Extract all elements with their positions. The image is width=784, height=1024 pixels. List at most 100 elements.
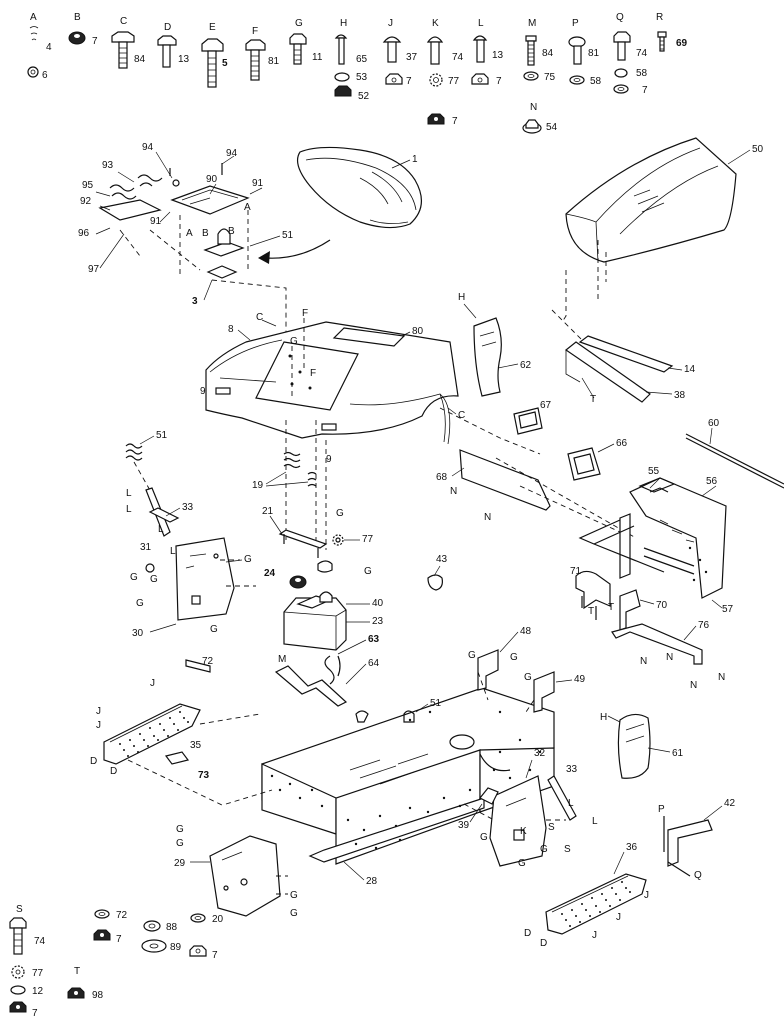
callout-62: 62: [520, 360, 532, 371]
ref-Go: G: [176, 824, 184, 835]
hardware-part-74b: 74: [636, 48, 648, 59]
callout-91a: 91: [252, 178, 264, 189]
ref-Tb: T: [588, 606, 594, 617]
ref-Tc: T: [608, 602, 614, 613]
callout-9b: 9: [326, 454, 332, 465]
ref-Na: N: [450, 486, 457, 497]
panel-30: [175, 537, 235, 621]
hardware-part-7e: 7: [642, 85, 648, 96]
hardware-letter-n: N: [530, 102, 537, 113]
callout-91b: 91: [150, 216, 162, 227]
callout-95: 95: [82, 180, 94, 191]
footrest-right: [545, 873, 647, 935]
hardware-a: A 4 6: [27, 12, 52, 81]
ref-Jd: J: [644, 890, 649, 901]
lower-part-12: 12: [32, 986, 44, 997]
ref-Fb: F: [310, 368, 316, 379]
springs-19: [283, 451, 317, 487]
hardware-n: N 54: [522, 102, 558, 134]
callout-43: 43: [436, 554, 448, 565]
ref-Gk: G: [524, 672, 532, 683]
callout-73: 73: [198, 770, 210, 781]
ref-Qa: Q: [694, 870, 702, 881]
ref-Gm: G: [540, 844, 548, 855]
ref-Cb: C: [458, 410, 465, 421]
trim-14: [578, 335, 674, 373]
bracket-71: [575, 570, 611, 610]
callout-60: 60: [708, 418, 720, 429]
callout-77: 77: [362, 534, 374, 545]
ref-Le: L: [568, 798, 574, 809]
bracket-70: [619, 589, 641, 631]
hardware-part-7: 7: [92, 36, 98, 47]
callout-39: 39: [458, 820, 470, 831]
callout-14: 14: [684, 364, 696, 375]
callout-40: 40: [372, 598, 384, 609]
dash-parts: H 62 14 38 T 67 66 68 N N 60: [436, 252, 784, 539]
hardware-letter-g: G: [295, 18, 303, 29]
hardware-part-58: 58: [590, 76, 602, 87]
callout-32: 32: [534, 748, 546, 759]
ref-Gb2: G: [290, 890, 298, 901]
left-side-panel: 51 33 L L L 31 L G G G G G 30: [125, 430, 256, 639]
lower-part-7a: 7: [32, 1008, 38, 1019]
callout-76: 76: [698, 620, 710, 631]
hardware-letter-a: A: [30, 12, 37, 23]
ref-Je: J: [616, 912, 621, 923]
callout-33b: 33: [566, 764, 578, 775]
callout-3: 3: [192, 296, 198, 307]
hardware-letter-c: C: [120, 16, 127, 27]
hardware-part-6: 6: [42, 70, 48, 81]
ref-Gj: G: [510, 652, 518, 663]
callout-24: 24: [264, 568, 276, 579]
callout-36: 36: [626, 842, 638, 853]
ref-Bb: B: [202, 228, 209, 239]
lower-part-89: 89: [170, 942, 182, 953]
hardware-part-81: 81: [268, 56, 280, 67]
hardware-q: Q 74 58 7: [613, 12, 648, 96]
callout-67: 67: [540, 400, 552, 411]
bracket-48: [477, 649, 499, 691]
callout-38: 38: [674, 390, 686, 401]
hardware-part-11: 11: [312, 52, 323, 63]
callout-63: 63: [368, 634, 380, 645]
hardware-letter-l: L: [478, 18, 484, 29]
ref-Ga: G: [290, 336, 298, 347]
callout-51b: 51: [156, 430, 168, 441]
hardware-part-4: 4: [46, 42, 52, 53]
link-33b: [547, 775, 577, 821]
hardware-letter-b: B: [74, 12, 81, 23]
seat: [297, 146, 422, 229]
hardware-m: M 84 75: [523, 18, 556, 83]
hardware-letter-h: H: [340, 18, 347, 29]
strap-64: [274, 665, 348, 707]
ref-Gl: G: [480, 832, 488, 843]
hardware-letter-m: M: [528, 18, 536, 29]
callout-68: 68: [436, 472, 448, 483]
hardware-k: K 74 77 7: [426, 18, 464, 127]
steering-support: 55 56 57 71 70 T T 76 N N N N: [519, 466, 734, 691]
callout-9a: 9: [200, 386, 206, 397]
ref-Gc2: G: [290, 908, 298, 919]
callout-51c: 51: [430, 698, 442, 709]
center-parts: 19 21 77 G G 24 40 23 63 64 M 43: [252, 451, 448, 723]
bracket-49: [533, 671, 555, 713]
hardware-l: L 13 7: [471, 18, 504, 87]
hardware-part-7d: 7: [496, 76, 502, 87]
hardware-part-58b: 58: [636, 68, 648, 79]
callout-50: 50: [752, 144, 764, 155]
trim-38: [564, 341, 651, 403]
callout-19: 19: [252, 480, 264, 491]
hardware-f: F 81: [245, 26, 280, 81]
ref-Nf: N: [718, 672, 725, 683]
callout-1: 1: [412, 154, 418, 165]
hardware-part-53: 53: [356, 72, 368, 83]
callout-30: 30: [132, 628, 144, 639]
callout-51a: 51: [282, 230, 294, 241]
callout-94a: 94: [226, 148, 238, 159]
hardware-b: B 7: [68, 12, 98, 47]
seat-pan: [170, 185, 250, 215]
right-side-panel: 32 33 L L S 39 K S G G G H 61: [458, 712, 684, 869]
hardware-part-75: 75: [544, 72, 556, 83]
